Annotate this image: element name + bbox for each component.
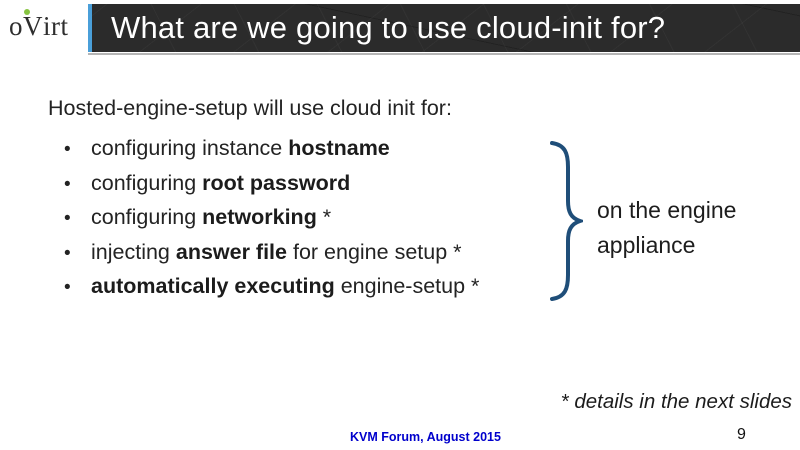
lead-in-text: Hosted-engine-setup will use cloud init … — [48, 96, 452, 120]
bullet-icon: • — [64, 139, 71, 160]
bullet-text: configuring networking * — [91, 205, 332, 229]
page-number: 9 — [737, 426, 746, 443]
footer-event-label: KVM Forum, August 2015 — [350, 430, 501, 444]
list-item: • automatically executing engine-setup * — [64, 270, 479, 305]
bullet-icon: • — [64, 277, 71, 298]
bullet-text: automatically executing engine-setup * — [91, 274, 480, 298]
brace-annotation-line1: on the engine — [597, 197, 737, 223]
bullet-text: injecting answer file for engine setup * — [91, 239, 462, 264]
title-bar: What are we going to use cloud-init for? — [88, 4, 800, 52]
curly-brace-icon — [550, 141, 583, 301]
bullet-icon: • — [64, 242, 71, 264]
title-underline — [88, 53, 800, 55]
bullet-list: • configuring instance hostname • configur… — [64, 132, 479, 305]
list-item: • configuring instance hostname — [64, 132, 479, 167]
bullet-icon: • — [64, 208, 71, 229]
page-title: What are we going to use cloud-init for? — [111, 10, 666, 45]
logo-text-v: V — [23, 9, 43, 41]
footnote-text: * details in the next slides — [560, 390, 792, 413]
brace-annotation: on the engine appliance — [597, 193, 736, 263]
bullet-text: configuring root password — [91, 170, 351, 195]
brace-annotation-line2: appliance — [597, 232, 696, 258]
logo-text-o: o — [9, 11, 23, 41]
bullet-icon: • — [64, 173, 71, 195]
list-item: • configuring root password — [64, 167, 479, 202]
list-item: • injecting answer file for engine setup … — [64, 236, 479, 271]
logo-green-dot-icon — [24, 9, 30, 15]
bullet-text: configuring instance hostname — [91, 136, 390, 160]
list-item: • configuring networking * — [64, 201, 479, 236]
logo-text-rest: irt — [43, 11, 69, 41]
